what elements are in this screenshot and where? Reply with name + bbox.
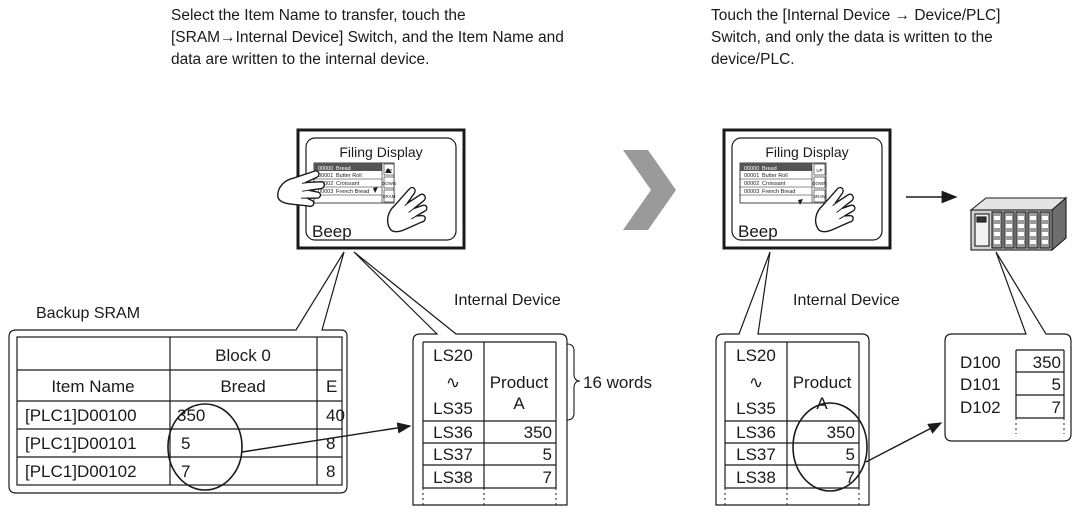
svg-text:00003: 00003 <box>744 189 759 195</box>
svg-text:LS20: LS20 <box>433 346 473 365</box>
column-header: Bread <box>220 377 265 396</box>
svg-text:350: 350 <box>1033 353 1061 372</box>
touch-screen-right: Filing Display 00000 Bread 00001 Butter … <box>722 128 892 250</box>
svg-text:LS35: LS35 <box>433 399 473 418</box>
sram-label: Backup SRAM <box>36 305 140 322</box>
svg-text:SRAM: SRAM <box>382 194 395 199</box>
table-row: [PLC1]D00101 <box>25 434 137 453</box>
sram-callout: Backup SRAM Block 0 Item Name Bread E [P… <box>8 251 348 494</box>
svg-text:350: 350 <box>524 423 552 442</box>
svg-text:00000: 00000 <box>318 166 333 172</box>
svg-text:LS35: LS35 <box>736 399 776 418</box>
table-row: LS36 <box>736 423 776 442</box>
svg-text:8: 8 <box>326 434 335 453</box>
caption-left: Select the Item Name to transfer, touch … <box>171 7 564 68</box>
svg-text:00003: 00003 <box>318 189 333 195</box>
svg-text:DOWN: DOWN <box>812 181 826 186</box>
words-annotation: 16 words <box>583 373 652 392</box>
block-header: Block 0 <box>215 346 271 365</box>
svg-text:5: 5 <box>543 445 552 464</box>
internal-device-label: Internal Device <box>454 292 561 309</box>
svg-text:7: 7 <box>846 468 855 487</box>
plc-callout: D100 350 D101 5 D102 7 <box>944 251 1072 442</box>
svg-text:00002: 00002 <box>318 181 333 187</box>
plc-device-icon <box>969 196 1068 252</box>
svg-text:5: 5 <box>846 445 855 464</box>
svg-text:40: 40 <box>326 406 345 425</box>
svg-text:UP: UP <box>816 168 822 173</box>
svg-text:SRAM: SRAM <box>813 194 826 199</box>
svg-text:DOWN: DOWN <box>382 181 396 186</box>
table-row: LS38 <box>736 468 776 487</box>
svg-text:E: E <box>326 377 337 396</box>
table-row: D101 <box>960 375 1001 394</box>
svg-text:350: 350 <box>827 423 855 442</box>
transfer-arrow <box>865 422 943 463</box>
caption-right: Touch the [Internal Device → Device/PLC]… <box>711 7 1001 68</box>
svg-text:00001: 00001 <box>744 173 759 179</box>
svg-text:5: 5 <box>1052 375 1061 394</box>
svg-text:LS20: LS20 <box>736 346 776 365</box>
screen-title: Filing Display <box>765 144 848 160</box>
svg-text:∿: ∿ <box>749 373 763 392</box>
item-name-header: Item Name <box>51 377 134 396</box>
svg-text:Bread: Bread <box>336 166 351 172</box>
table-row: D102 <box>960 398 1001 417</box>
touch-screen-left: Filing Display 00000 Bread 00001 Butter … <box>277 128 466 250</box>
svg-text:7: 7 <box>181 462 190 481</box>
svg-text:7: 7 <box>543 468 552 487</box>
svg-text:5: 5 <box>181 434 190 453</box>
screen-footer: Beep <box>312 222 352 241</box>
table-row: LS38 <box>433 468 473 487</box>
svg-text:00002: 00002 <box>744 181 759 187</box>
svg-text:Butter Roll: Butter Roll <box>762 173 788 179</box>
svg-text:Product: Product <box>490 373 549 392</box>
svg-text:∿: ∿ <box>446 373 460 392</box>
transfer-arrow <box>241 422 412 453</box>
process-arrow-icon <box>623 150 676 230</box>
screen-footer: Beep <box>738 222 778 241</box>
table-row: LS36 <box>433 423 473 442</box>
internal-device-label: Internal Device <box>793 292 900 309</box>
table-row: [PLC1]D00100 <box>25 406 137 425</box>
svg-text:Croissant: Croissant <box>762 181 786 187</box>
svg-text:350: 350 <box>177 406 205 425</box>
svg-text:7: 7 <box>1052 398 1061 417</box>
svg-text:A: A <box>513 394 525 413</box>
svg-text:Butter Roll: Butter Roll <box>336 173 362 179</box>
table-row: LS37 <box>736 445 776 464</box>
svg-text:French Bread: French Bread <box>336 189 369 195</box>
table-row: LS37 <box>433 445 473 464</box>
internal-device-right: Internal Device LS20 ∿ LS35 Product A LS… <box>715 251 900 507</box>
screen-title: Filing Display <box>339 144 422 160</box>
svg-text:8: 8 <box>326 462 335 481</box>
svg-text:French Bread: French Bread <box>762 189 795 195</box>
svg-text:Croissant: Croissant <box>336 181 360 187</box>
table-row: [PLC1]D00102 <box>25 462 137 481</box>
svg-text:00000: 00000 <box>744 166 759 172</box>
svg-text:Product: Product <box>793 373 852 392</box>
table-row: D100 <box>960 353 1001 372</box>
svg-text:Bread: Bread <box>762 166 777 172</box>
svg-text:00001: 00001 <box>318 173 333 179</box>
internal-device-left: Internal Device LS20 ∿ LS35 Product A LS… <box>353 251 652 507</box>
